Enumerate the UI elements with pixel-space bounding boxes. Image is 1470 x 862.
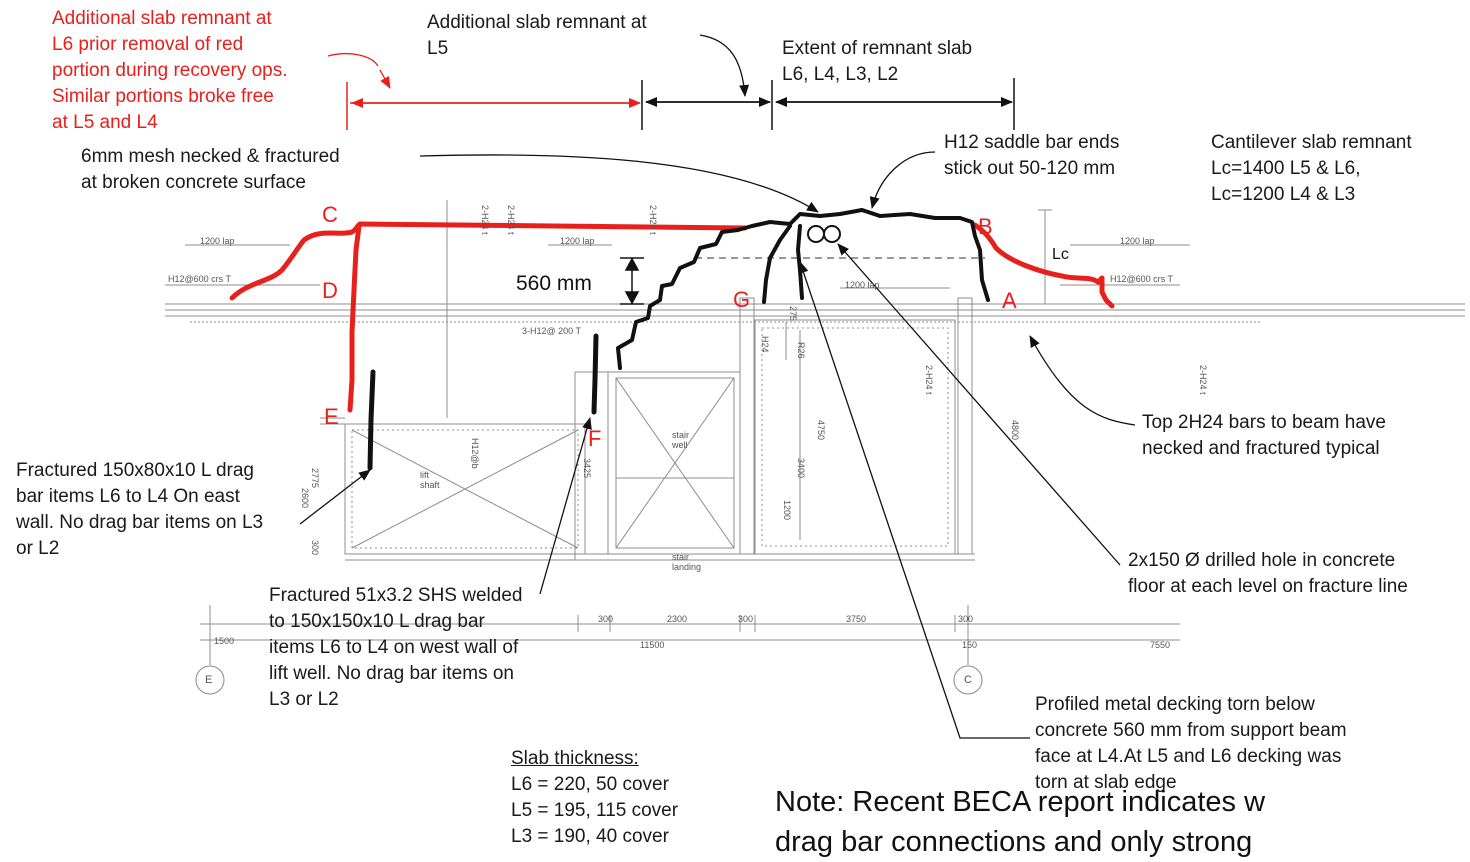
v-label-h24: H24 bbox=[760, 336, 770, 353]
grid-label-c: C bbox=[964, 674, 972, 686]
v-label-2775: 2775 bbox=[310, 468, 320, 489]
v-label-2h24-e: 2-H24 t bbox=[1198, 365, 1208, 395]
annotation-decking: Profiled metal decking torn below concre… bbox=[1035, 694, 1347, 793]
black-fracture-line bbox=[367, 208, 990, 471]
lap-label-1: 1200 lap bbox=[200, 236, 235, 246]
dim-150: 150 bbox=[962, 640, 978, 650]
v-label-r26: R26 bbox=[796, 342, 806, 359]
leader-lines bbox=[299, 34, 1136, 739]
v-label-1200: 1200 bbox=[782, 500, 792, 521]
slab-thickness-values: L6 = 220, 50 cover L5 = 195, 115 cover L… bbox=[511, 774, 679, 847]
red-fracture-line bbox=[229, 221, 1115, 413]
beca-note: Note: Recent BECA report indicates w dra… bbox=[775, 786, 1266, 858]
dim-2300: 2300 bbox=[667, 614, 688, 624]
v-label-275: 275 bbox=[788, 306, 798, 322]
dim-560-label: 560 mm bbox=[516, 272, 592, 295]
dim-300c: 300 bbox=[958, 614, 974, 624]
floor-plan-linework bbox=[165, 200, 1465, 695]
grid-label-e: E bbox=[205, 674, 213, 686]
stair-landing-label: stair landing bbox=[672, 552, 702, 572]
dim-7550: 7550 bbox=[1150, 640, 1171, 650]
lap-label-3: 1200 lap bbox=[1120, 236, 1155, 246]
dim-300a: 300 bbox=[598, 614, 614, 624]
stair-well-label: stair well bbox=[672, 430, 690, 450]
dim-560-marker bbox=[620, 257, 644, 305]
lc-label: Lc bbox=[1052, 246, 1069, 263]
annotation-slab-remnant-l6: Additional slab remnant at L6 prior remo… bbox=[52, 8, 288, 133]
annotation-cantilever: Cantilever slab remnant Lc=1400 L5 & L6,… bbox=[1211, 132, 1412, 205]
v-label-300: 300 bbox=[310, 540, 320, 556]
v-label-2h24-d: 2-H24 t bbox=[924, 365, 934, 395]
v-label-4750: 4750 bbox=[816, 420, 826, 441]
v-label-2h24-a: 2-H24 t bbox=[480, 205, 490, 235]
lift-shaft-label: lift shaft bbox=[420, 470, 440, 490]
annotation-extent-remnant: Extent of remnant slab L6, L4, L3, L2 bbox=[782, 38, 973, 85]
v-label-h12: H12@b bbox=[470, 438, 480, 469]
annotation-top-bars: Top 2H24 bars to beam have necked and fr… bbox=[1142, 412, 1386, 459]
annotation-shs: Fractured 51x3.2 SHS welded to 150x150x1… bbox=[269, 585, 523, 710]
top-dimension-lines bbox=[346, 78, 1015, 130]
bar-label-right: H12@600 crs T bbox=[1110, 274, 1173, 284]
lap-label-2: 1200 lap bbox=[560, 236, 595, 246]
dim-3750: 3750 bbox=[846, 614, 867, 624]
point-a: A bbox=[1002, 288, 1017, 313]
point-g: G bbox=[733, 287, 751, 312]
annotation-drag-bar-l: Fractured 150x80x10 L drag bar items L6 … bbox=[16, 460, 264, 559]
bars-mid-label: 3-H12@ 200 T bbox=[522, 326, 582, 336]
v-label-2h24-b: 2-H24 t bbox=[506, 205, 516, 235]
annotation-mesh: 6mm mesh necked & fractured at broken co… bbox=[81, 146, 340, 193]
dim-11500: 11500 bbox=[640, 640, 665, 650]
v-label-3425: 3425 bbox=[582, 458, 592, 479]
point-b: B bbox=[978, 214, 993, 239]
v-label-2h24-c: 2-H24 t bbox=[648, 205, 658, 235]
dim-300b: 300 bbox=[738, 614, 754, 624]
saddle-bar-end-right bbox=[823, 225, 841, 243]
saddle-bar-end-left bbox=[807, 225, 825, 243]
dim-1500: 1500 bbox=[214, 636, 235, 646]
annotation-drilled-hole: 2x150 Ø drilled hole in concrete floor a… bbox=[1128, 550, 1408, 597]
point-f: F bbox=[588, 426, 602, 451]
lap-label-4: 1200 lap bbox=[845, 280, 880, 290]
v-label-3400: 3400 bbox=[796, 458, 806, 479]
point-e: E bbox=[324, 404, 339, 429]
point-c: C bbox=[322, 202, 338, 227]
bar-label-left: H12@600 crs T bbox=[168, 274, 231, 284]
v-label-2600: 2600 bbox=[300, 488, 310, 509]
v-label-4800: 4800 bbox=[1010, 420, 1020, 441]
slab-thickness-title: Slab thickness: bbox=[511, 748, 639, 769]
annotation-slab-remnant-l5: Additional slab remnant at L5 bbox=[427, 12, 647, 59]
point-d: D bbox=[322, 278, 338, 303]
annotation-saddle-bar: H12 saddle bar ends stick out 50-120 mm bbox=[944, 132, 1120, 179]
